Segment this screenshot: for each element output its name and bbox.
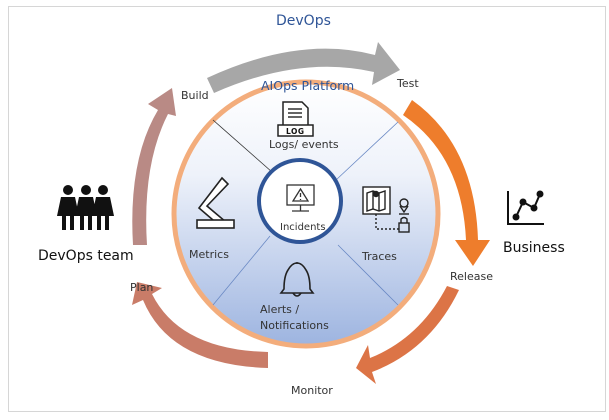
stage-monitor: Monitor xyxy=(291,384,333,397)
log-file-icon xyxy=(277,101,314,137)
devops-team-label: DevOps team xyxy=(38,248,134,264)
ruler-angle-icon xyxy=(196,176,235,229)
map-trace-icon xyxy=(362,186,410,233)
plan-arrow xyxy=(132,282,268,368)
release-arrow xyxy=(356,286,459,384)
divider-line xyxy=(335,121,399,181)
devops-arrow xyxy=(207,42,400,93)
stage-plan: Plan xyxy=(130,281,154,294)
divider-line xyxy=(212,235,271,306)
divider-line xyxy=(337,244,399,306)
warning-monitor-icon xyxy=(286,184,315,212)
stage-build: Build xyxy=(181,89,209,102)
business-label: Business xyxy=(503,240,565,256)
platform-title: AIOps Platform xyxy=(261,78,355,93)
log-badge-text: LOG xyxy=(286,127,305,136)
segment-traces-label: Traces xyxy=(362,250,397,263)
test-arrow xyxy=(403,100,490,266)
segment-alerts-label: Alerts / xyxy=(260,303,300,316)
stage-test: Test xyxy=(397,77,419,90)
segment-alerts-label-2: Notifications xyxy=(260,319,329,332)
divider-line xyxy=(212,119,273,173)
segment-metrics-label: Metrics xyxy=(189,248,229,261)
devops-title: DevOps xyxy=(276,13,331,29)
stage-release: Release xyxy=(450,270,493,283)
team-icon xyxy=(57,185,114,230)
line-chart-icon xyxy=(507,190,544,225)
incidents-label: Incidents xyxy=(280,222,326,233)
bell-icon xyxy=(279,262,315,297)
segment-logs-label: Logs/ events xyxy=(269,138,339,151)
build-arrow xyxy=(132,88,176,245)
